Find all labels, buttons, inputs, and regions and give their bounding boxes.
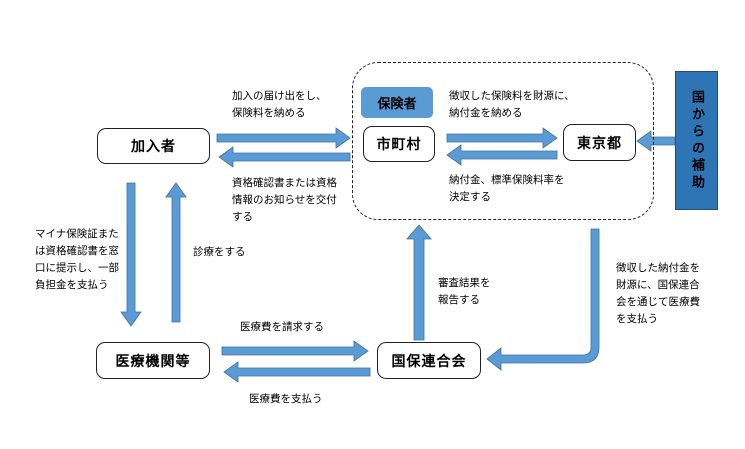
insurer-group (352, 62, 654, 220)
label-municipality-to-tokyo: 徴収した保険料を財源に、 納付金を納める (449, 90, 575, 119)
label-member-to-medical: マイナ保険証また は資格確認書を窓 口に提示し、一部 負担金を支払う (35, 228, 119, 291)
label-medical-to-federation: 医療費を請求する (240, 321, 324, 333)
arrow-municipality-to-member (218, 146, 351, 168)
arrow-member-to-medical (120, 182, 142, 327)
node-medical: 医療機関等 (96, 342, 210, 379)
arrow-tokyo-to-federation (486, 228, 600, 371)
arrow-medical-to-member (165, 182, 187, 323)
label-member-to-municipality: 加入の届け出をし、 保険料を納める (232, 90, 327, 119)
node-municipality: 市町村 (363, 126, 435, 162)
label-municipality-to-member: 資格確認書または資格 情報のお知らせを交付 する (232, 177, 337, 223)
arrow-subsidy-to-tokyo (636, 130, 676, 152)
arrow-medical-to-federation (221, 340, 369, 362)
arrow-municipality-to-tokyo (446, 127, 558, 149)
national-subsidy-label: 国からの補助 (689, 89, 704, 192)
arrow-tokyo-to-municipality (446, 144, 558, 166)
node-member: 加入者 (97, 128, 210, 164)
label-tokyo-to-federation: 徴収した納付金を 財源に、国保連合 会を通じて医療費 を支払う (616, 262, 700, 325)
label-tokyo-to-municipality: 納付金、標準保険料率を 決定する (449, 174, 565, 203)
insurer-tag: 保険者 (361, 87, 433, 118)
arrow-federation-to-medical (223, 361, 371, 383)
arrow-federation-to-municipality (406, 224, 432, 341)
label-federation-to-municipality: 審査結果を 報告する (438, 277, 491, 306)
node-national-subsidy: 国からの補助 (675, 71, 718, 210)
label-federation-to-medical: 医療費を支払う (249, 393, 323, 405)
node-federation: 国保連合会 (377, 342, 481, 379)
label-medical-to-member: 診療をする (193, 246, 246, 258)
node-tokyo: 東京都 (563, 124, 636, 161)
arrow-member-to-municipality (216, 127, 351, 149)
